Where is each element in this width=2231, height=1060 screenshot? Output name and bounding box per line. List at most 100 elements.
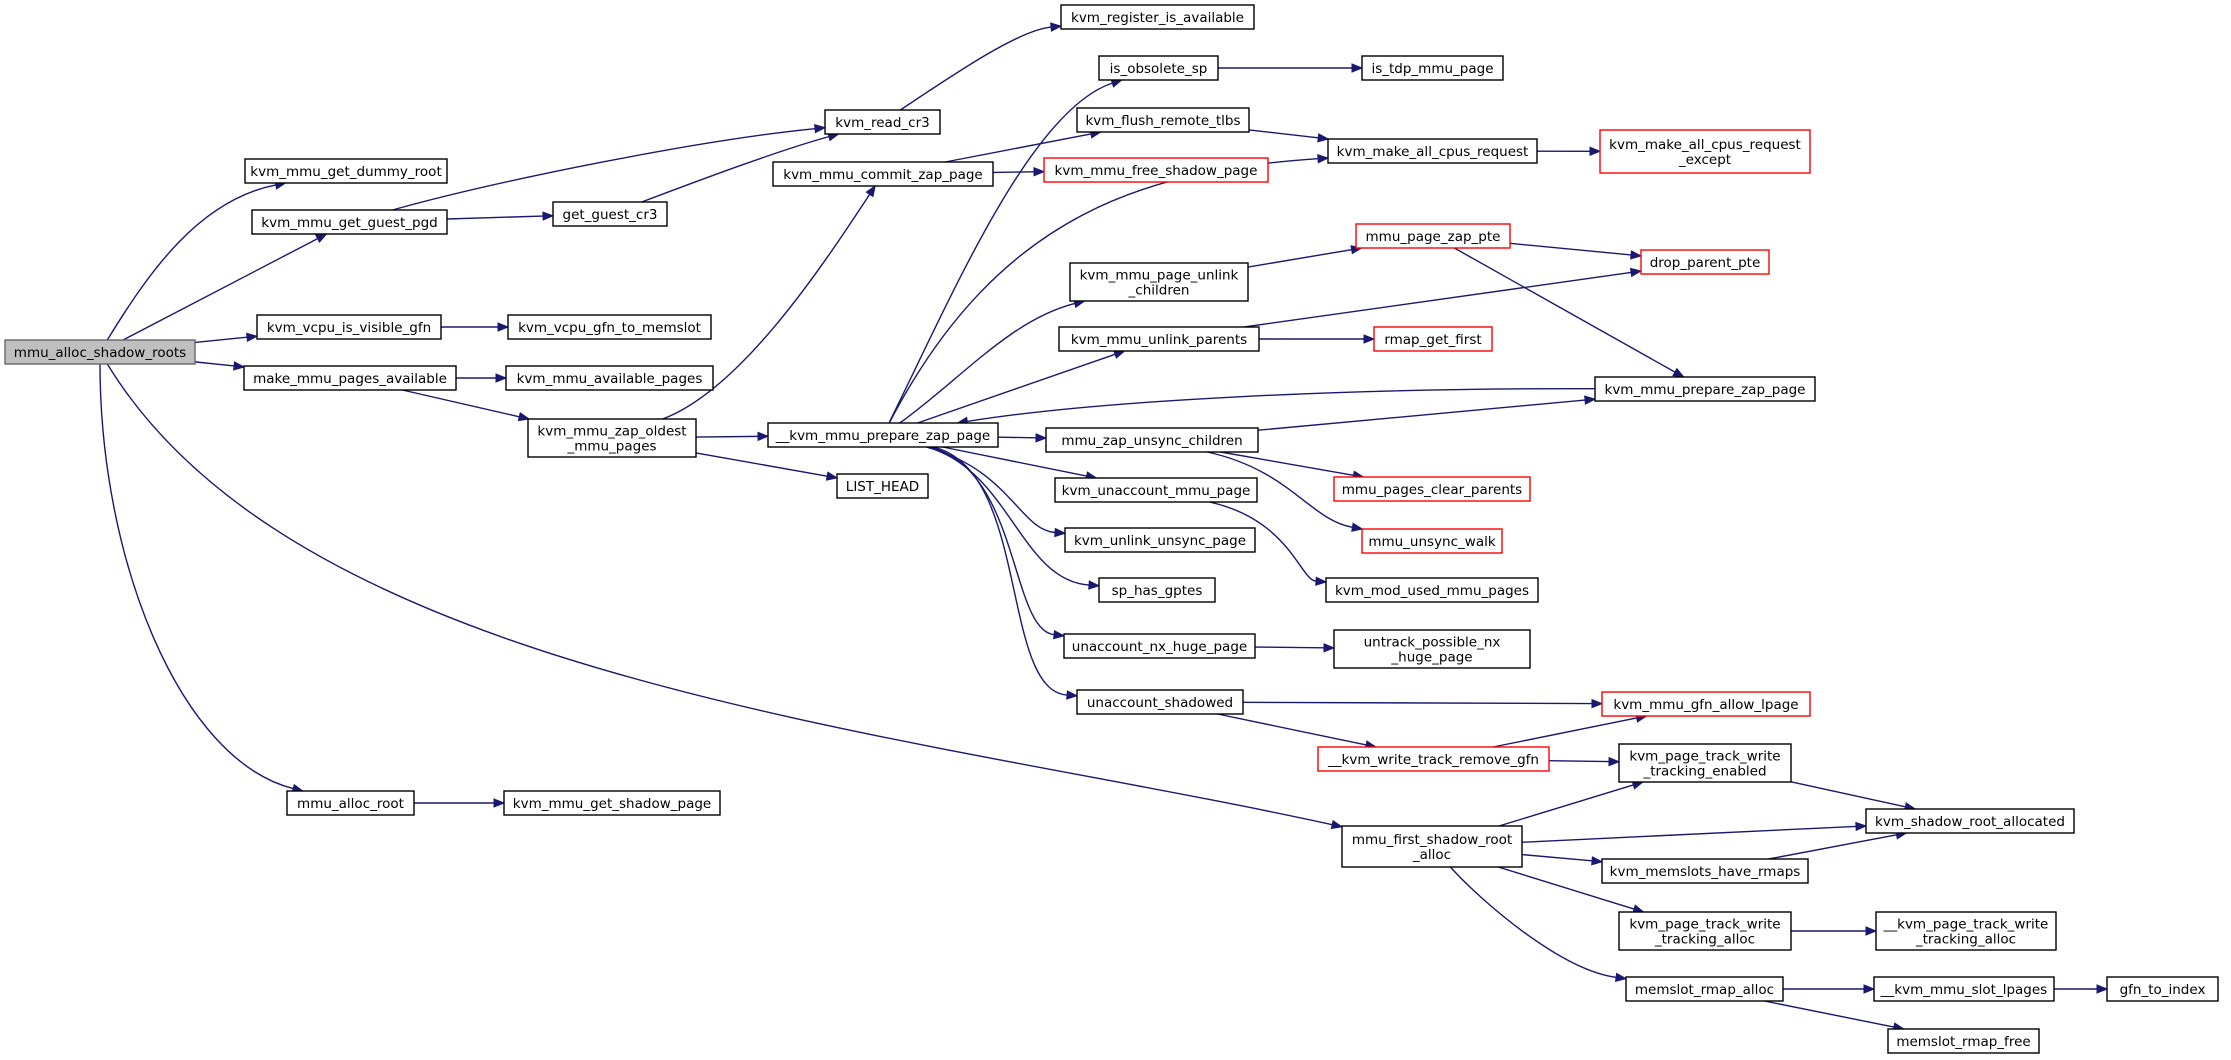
node-mmu-pages-clear-parents[interactable]: mmu_pages_clear_parents (1333, 476, 1531, 502)
node-kvm-mmu-prepare-zap-page[interactable]: __kvm_mmu_prepare_zap_page (767, 422, 999, 448)
node-LIST-HEAD[interactable]: LIST_HEAD (836, 473, 929, 499)
node-kvm-mmu-unlink-parents[interactable]: kvm_mmu_unlink_parents (1058, 326, 1260, 352)
edge-unaccount-shadowed-to-kvm-write-track-remove-gfn (1217, 713, 1378, 750)
node-kvm-mmu-slot-lpages[interactable]: __kvm_mmu_slot_lpages (1873, 976, 2055, 1002)
edge-line (122, 238, 318, 341)
edge-line (641, 135, 830, 203)
node-mmu-zap-unsync-children[interactable]: mmu_zap_unsync_children (1045, 427, 1259, 453)
edge-arrowhead (1351, 63, 1364, 73)
edge-kvm-make-all-cpus-request-to-kvm-make-all-cpus-request-except (1536, 146, 1602, 157)
node-kvm-mmu-get-shadow-page[interactable]: kvm_mmu_get_shadow_page (503, 790, 721, 816)
node-kvm-page-track-write-tracking-alloc[interactable]: kvm_page_track_write_tracking_alloc (1618, 911, 1792, 951)
node-box (1373, 326, 1493, 352)
node-box (256, 314, 442, 340)
node-kvm-mmu-commit-zap-page[interactable]: kvm_mmu_commit_zap_page (772, 161, 994, 187)
node-label: kvm_unaccount_mmu_page (1062, 483, 1251, 499)
node-kvm-unaccount-mmu-page[interactable]: kvm_unaccount_mmu_page (1054, 477, 1258, 503)
node-kvm-read-cr3[interactable]: kvm_read_cr3 (824, 109, 941, 135)
edge-arrowhead (1317, 154, 1330, 164)
edge-arrowhead (1608, 756, 1621, 767)
node-label: untrack_possible_nx (1364, 635, 1501, 651)
node-kvm-make-all-cpus-request[interactable]: kvm_make_all_cpus_request (1327, 138, 1538, 164)
node-kvm-mmu-get-dummy-root[interactable]: kvm_mmu_get_dummy_root (244, 158, 448, 184)
edge-is-obsolete-sp-to-is-tdp-mmu-page (1218, 63, 1364, 73)
node-mmu-unsync-walk[interactable]: mmu_unsync_walk (1361, 528, 1503, 554)
node-gfn-to-index[interactable]: gfn_to_index (2106, 976, 2219, 1002)
node-kvm-flush-remote-tlbs[interactable]: kvm_flush_remote_tlbs (1076, 107, 1250, 133)
node-drop-parent-pte[interactable]: drop_parent_pte (1640, 249, 1770, 275)
node-kvm-make-all-cpus-request-except[interactable]: kvm_make_all_cpus_request_except (1599, 129, 1811, 174)
node-memslot-rmap-free[interactable]: memslot_rmap_free (1887, 1028, 2040, 1054)
node-sp-has-gptes[interactable]: sp_has_gptes (1098, 577, 1216, 603)
node-mmu-page-zap-pte[interactable]: mmu_page_zap_pte (1355, 223, 1511, 249)
edge-kvm-mmu-prepare-zap-page-to-kvm-mmu-page-unlink-children (899, 299, 1086, 424)
edge-line (929, 446, 1055, 636)
node-label: unaccount_shadowed (1087, 695, 1233, 711)
node-make-mmu-pages-available[interactable]: make_mmu_pages_available (243, 365, 457, 391)
node-box (286, 790, 415, 816)
node-get-guest-cr3[interactable]: get_guest_cr3 (552, 201, 668, 227)
edge-line (942, 446, 1087, 477)
edge-kvm-mmu-prepare-zap-page-to-mmu-zap-unsync-children (997, 433, 1048, 443)
node-kvm-register-is-available[interactable]: kvm_register_is_available (1060, 4, 1255, 30)
node-kvm-unlink-unsync-page[interactable]: kvm_unlink_unsync_page (1064, 527, 1256, 553)
node-unaccount-shadowed[interactable]: unaccount_shadowed (1076, 689, 1244, 715)
edge-line (1498, 866, 1635, 910)
edge-arrowhead (1050, 22, 1063, 32)
node-kvm-write-track-remove-gfn[interactable]: __kvm_write_track_remove_gfn (1317, 746, 1550, 772)
node-kvm-mmu-page-unlink-children[interactable]: kvm_mmu_page_unlink_children (1069, 262, 1249, 302)
node-unaccount-nx-huge-page[interactable]: unaccount_nx_huge_page (1063, 633, 1256, 659)
node-label: make_mmu_pages_available (253, 371, 447, 387)
node-box (1333, 629, 1531, 669)
edge-line (945, 133, 1092, 163)
node-label: _mmu_pages (566, 439, 656, 455)
edge-kvm-mmu-commit-zap-page-to-kvm-mmu-free-shadow-page (992, 167, 1046, 177)
node-mmu-alloc-root[interactable]: mmu_alloc_root (286, 790, 415, 816)
node-rmap-get-first[interactable]: rmap_get_first (1373, 326, 1493, 352)
node-box (2106, 976, 2219, 1002)
edge-arrowhead (825, 471, 839, 481)
node-mmu-alloc-shadow-roots[interactable]: mmu_alloc_shadow_roots (4, 339, 196, 365)
node-kvm-mmu-free-shadow-page[interactable]: kvm_mmu_free_shadow_page (1043, 157, 1269, 183)
node-label: _tracking_alloc (1915, 932, 2016, 948)
edge-line (926, 446, 1090, 586)
edge-kvm-mmu-unlink-parents-to-drop-parent-pte (1243, 267, 1643, 328)
node-kvm-page-track-write-tracking-enabled[interactable]: kvm_page_track_write_tracking_enabled (1618, 743, 1792, 783)
node-box (1325, 577, 1539, 603)
node-kvm-mmu-available-pages[interactable]: kvm_mmu_available_pages (505, 365, 714, 391)
node-box (1594, 376, 1816, 402)
node-kvm-vcpu-is-visible-gfn[interactable]: kvm_vcpu_is_visible_gfn (256, 314, 442, 340)
node-label: mmu_unsync_walk (1368, 534, 1496, 550)
node-kvm-mmu-gfn-allow-lpage[interactable]: kvm_mmu_gfn_allow_lpage (1601, 691, 1811, 717)
node-box (552, 201, 668, 227)
node-box (1601, 691, 1811, 717)
edge-arrowhead (1323, 643, 1336, 653)
node-label: kvm_mmu_page_unlink (1080, 268, 1239, 284)
node-kvm-mod-used-mmu-pages[interactable]: kvm_mod_used_mmu_pages (1325, 577, 1539, 603)
node-memslot-rmap-alloc[interactable]: memslot_rmap_alloc (1625, 976, 1784, 1002)
node-box (1875, 911, 2057, 951)
node-kvm-shadow-root-allocated[interactable]: kvm_shadow_root_allocated (1865, 808, 2075, 834)
edge-arrowhead (1614, 972, 1628, 983)
node-kvm-mmu-get-guest-pgd[interactable]: kvm_mmu_get_guest_pgd (251, 209, 448, 235)
edge-kvm-mmu-prepare-zap-page-to-unaccount-nx-huge-page (929, 446, 1066, 640)
node-untrack-possible-nx-huge-page[interactable]: untrack_possible_nx_huge_page (1333, 629, 1531, 669)
edge-kvm-mmu-prepare-zap-page-to-kvm-mmu-unlink-parents (917, 349, 1126, 424)
node-label: gfn_to_index (2120, 982, 2206, 998)
node-box (1865, 808, 2075, 834)
node-kvm-mmu-prepare-zap-page[interactable]: kvm_mmu_prepare_zap_page (1594, 376, 1816, 402)
node-label: memslot_rmap_alloc (1635, 982, 1774, 998)
node-mmu-first-shadow-root-alloc[interactable]: mmu_first_shadow_root_alloc (1341, 825, 1523, 868)
node-kvm-page-track-write-tracking-alloc[interactable]: __kvm_page_track_write_tracking_alloc (1875, 911, 2057, 951)
node-is-obsolete-sp[interactable]: is_obsolete_sp (1098, 55, 1219, 81)
node-box (1060, 4, 1255, 30)
node-is-tdp-mmu-page[interactable]: is_tdp_mmu_page (1361, 55, 1504, 81)
node-kvm-memslots-have-rmaps[interactable]: kvm_memslots_have_rmaps (1601, 858, 1809, 884)
node-label: _alloc (1412, 847, 1451, 863)
node-kvm-vcpu-gfn-to-memslot[interactable]: kvm_vcpu_gfn_to_memslot (507, 314, 712, 340)
node-kvm-mmu-zap-oldest-mmu-pages[interactable]: kvm_mmu_zap_oldest_mmu_pages (527, 418, 697, 458)
node-box (507, 314, 712, 340)
node-label: _tracking_enabled (1642, 764, 1766, 780)
node-box (1063, 633, 1256, 659)
